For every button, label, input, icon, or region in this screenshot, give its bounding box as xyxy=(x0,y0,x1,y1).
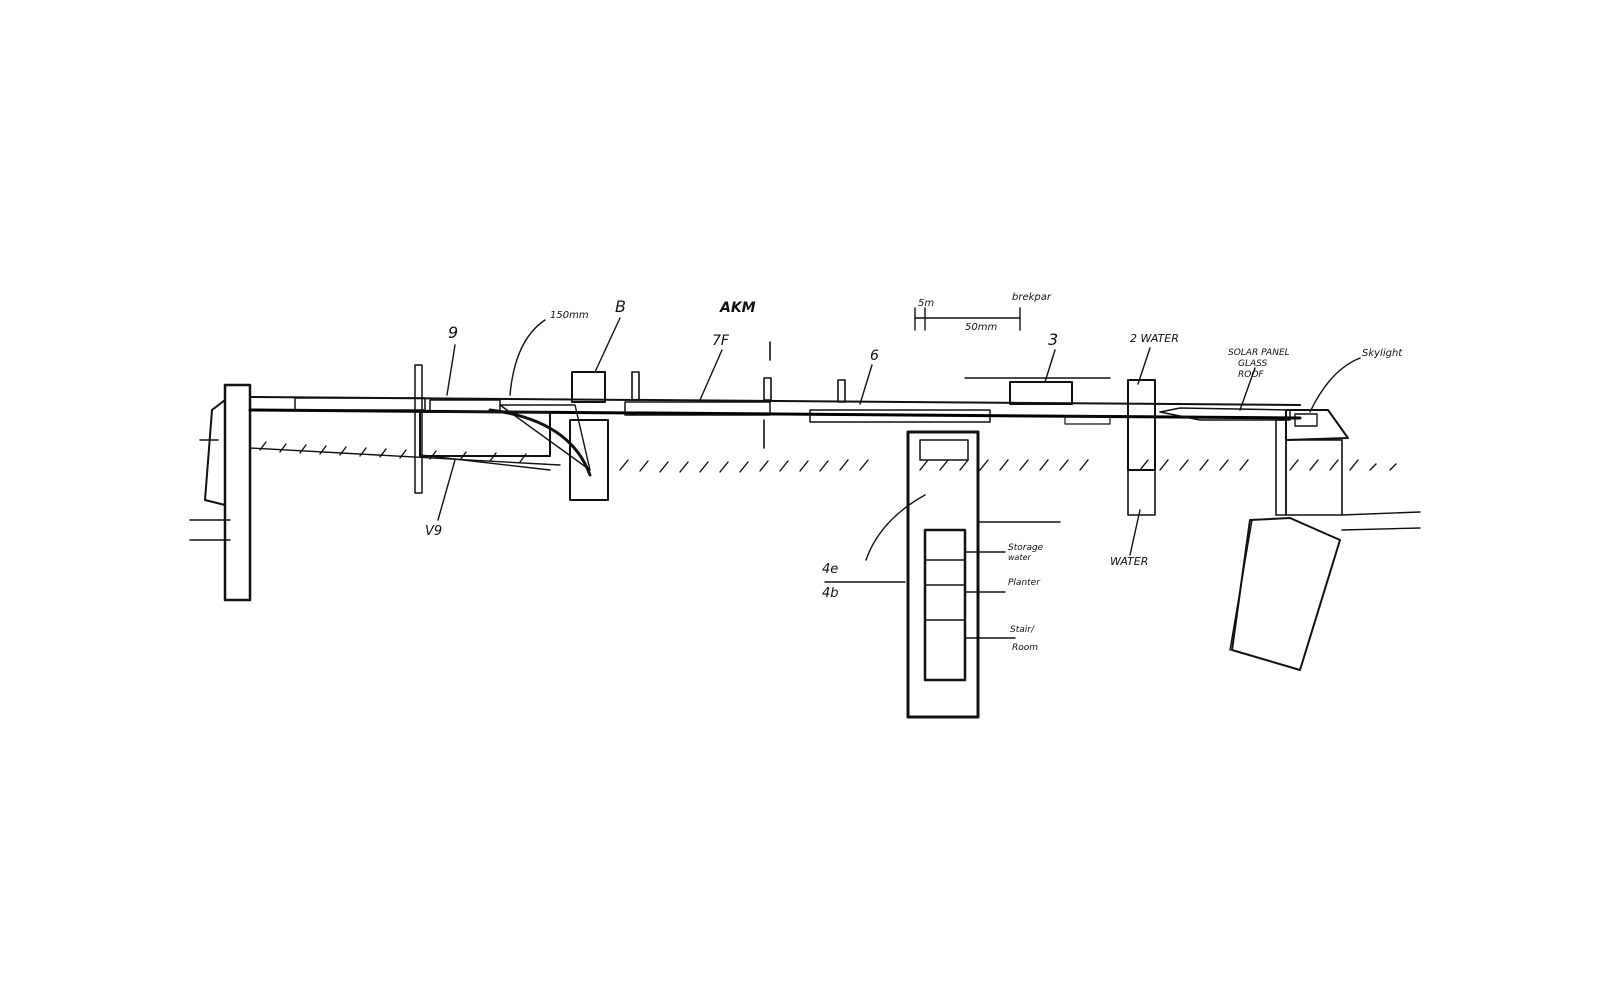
label-scale-right: brekpar xyxy=(1012,292,1052,303)
label-9: 9 xyxy=(448,323,458,342)
label-skylight: Skylight xyxy=(1362,348,1403,359)
label-150mm: 150mm xyxy=(550,310,589,321)
label-solar-panel: SOLAR PANEL xyxy=(1228,348,1290,358)
label-akm: AKM xyxy=(719,300,756,316)
label-3: 3 xyxy=(1048,330,1058,349)
label-planter: Planter xyxy=(1008,578,1041,588)
label-50mm: 50mm xyxy=(965,322,997,333)
left-wall xyxy=(189,383,252,602)
label-b: B xyxy=(615,297,626,316)
small-posts xyxy=(631,341,846,449)
label-water-low: WATER xyxy=(1110,555,1148,568)
raised-box-3 xyxy=(964,377,1111,405)
water-column xyxy=(1127,379,1156,516)
left-foundation xyxy=(414,364,592,494)
ground-hatch xyxy=(249,441,1397,473)
label-storage: Storage xyxy=(1008,543,1044,553)
right-end xyxy=(1229,409,1421,671)
label-roof: ROOF xyxy=(1238,370,1264,380)
label-v9: V9 xyxy=(425,524,442,539)
annotations: 9 150mm B AKM 7F 6 5m 50mm brekpar 3 2 W… xyxy=(425,292,1403,653)
label-glass: GLASS xyxy=(1238,359,1268,369)
label-6: 6 xyxy=(870,348,879,364)
label-storage-water: water xyxy=(1008,553,1032,562)
leader-lines xyxy=(437,317,1361,639)
central-shaft xyxy=(906,430,1061,719)
roof-slab xyxy=(248,396,1302,425)
label-5m: 5m xyxy=(918,298,934,309)
label-stair: Stair/ xyxy=(1010,625,1035,635)
label-7f: 7F xyxy=(712,333,730,349)
pillar-b xyxy=(569,371,609,501)
label-4e: 4e xyxy=(822,562,838,577)
dimension-marks xyxy=(914,307,1021,331)
label-2-water: 2 WATER xyxy=(1130,332,1179,345)
label-stair-room: Room xyxy=(1012,643,1038,653)
label-4b: 4b xyxy=(822,586,839,601)
